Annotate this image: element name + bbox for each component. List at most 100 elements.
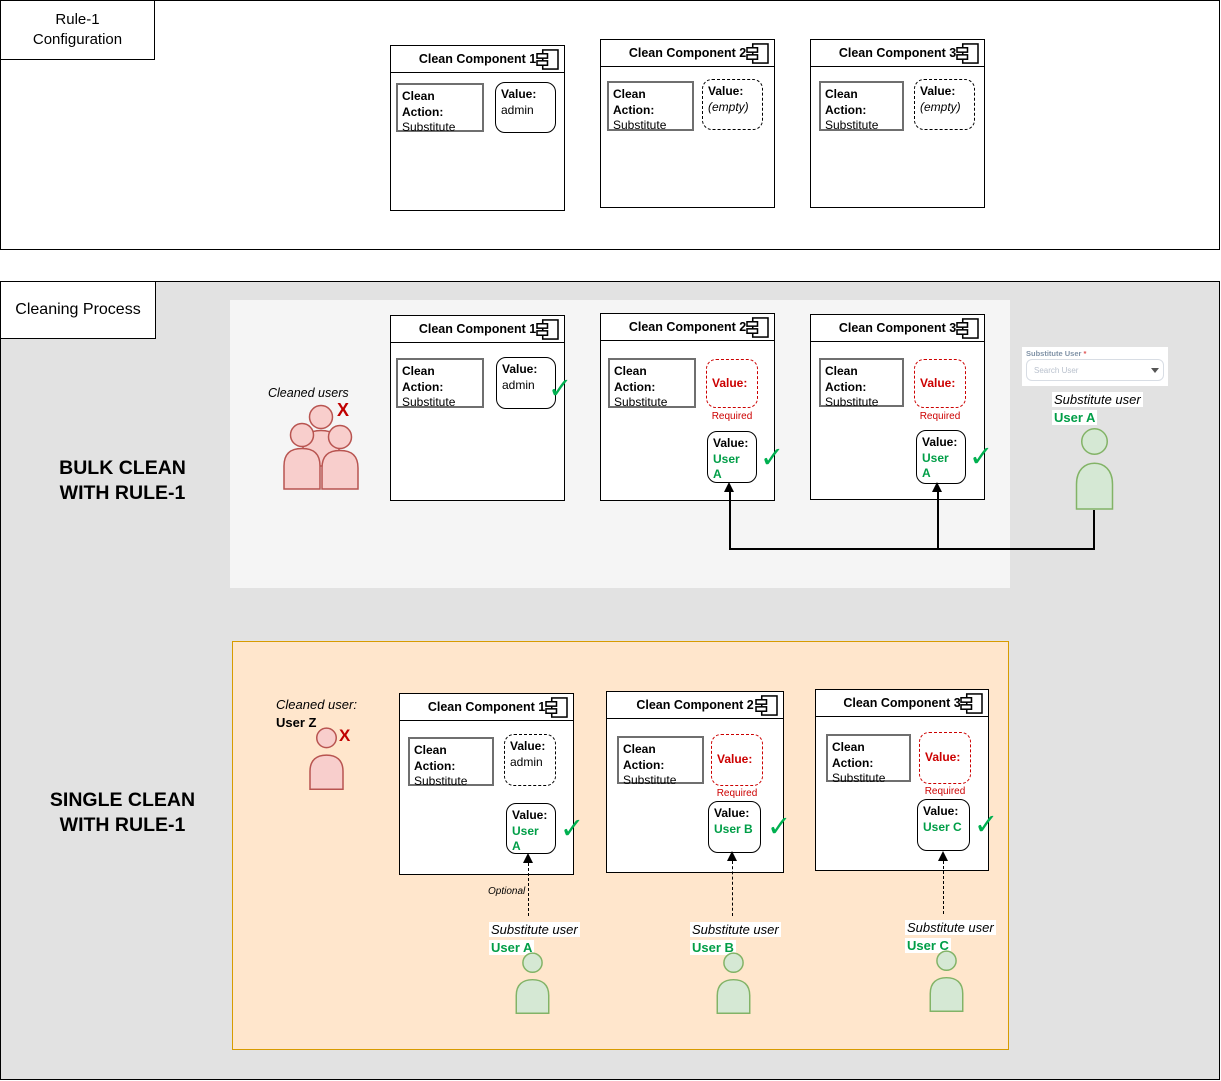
clean-action-value: Substitute (613, 118, 667, 133)
bulk-heading-line1: BULK CLEAN (59, 457, 186, 479)
component-title: Clean Component 1 (418, 52, 537, 66)
bulk-component-1: Clean Component 1 Clean Action: Substitu… (390, 315, 572, 501)
clean-action-value: Substitute (402, 120, 456, 135)
substitute-user-name: User A (1052, 410, 1098, 425)
single-heading-line1: SINGLE CLEAN (49, 789, 196, 811)
value-label: Value: (708, 84, 744, 98)
search-user-input[interactable] (1026, 359, 1164, 381)
arrowhead-up (938, 851, 948, 861)
clean-action-value: Substitute (623, 773, 677, 788)
component-title: Clean Component 3 (843, 696, 961, 710)
uml-component-icon (536, 319, 559, 340)
arrowhead-up (724, 482, 734, 492)
single-component-1: Clean Component 1 Clean Action: Substitu… (399, 693, 584, 875)
clean-action-value: Substitute (402, 395, 456, 410)
value-text: User A (713, 451, 740, 482)
required-asterisk: * (1083, 349, 1087, 358)
arrowhead-up (727, 851, 737, 861)
connector-line (729, 548, 1095, 550)
component-title: Clean Component 3 (838, 321, 957, 335)
dashed-connector-line (528, 863, 529, 916)
clean-action-box: Clean Action: Substitute (819, 358, 904, 410)
connector-line (729, 491, 731, 549)
component-header: Clean Component 3 (811, 40, 984, 67)
cleaning-process-label: Cleaning Process (15, 301, 141, 318)
clean-action-box: Clean Action: Substitute (607, 81, 694, 133)
substitute-person-icon-c (924, 950, 969, 1012)
uml-component-icon (956, 43, 979, 64)
value-label-red: Value: (920, 375, 956, 390)
required-label: Required (919, 411, 961, 422)
dashed-connector-line (943, 861, 944, 914)
clean-action-box: Clean Action: Substitute (396, 358, 484, 410)
value-label-red: Value: (717, 752, 753, 767)
component-header: Clean Component 1 (391, 316, 564, 343)
cleaned-user-label: Cleaned user: (276, 697, 357, 712)
value-box-required: Value: (914, 359, 966, 408)
rule-config-label-line2: Configuration (32, 31, 123, 48)
substitute-person-icon-b (711, 952, 756, 1014)
single-substitute-block-c: Substitute user User C (905, 919, 996, 955)
component-header: Clean Component 1 (400, 694, 573, 721)
component-header: Clean Component 2 (601, 314, 774, 341)
substitute-user-label: Substitute user (690, 922, 781, 937)
clean-action-label: Clean Action: (613, 87, 655, 117)
value-box: Value: User A (916, 430, 966, 484)
value-box: Value: User C (917, 799, 970, 851)
value-box-required: Value: (706, 359, 758, 408)
dropdown-caret-icon[interactable] (1151, 368, 1159, 373)
component-title: Clean Component 2 (628, 320, 747, 334)
clean-action-box: Clean Action: Substitute (608, 358, 696, 409)
required-label: Required (716, 788, 758, 799)
value-label: Value: (922, 435, 958, 449)
cleaned-users-label: Cleaned users (268, 386, 349, 400)
clean-action-value: Substitute (825, 118, 879, 133)
uml-component-icon (746, 317, 769, 338)
value-label-red: Value: (925, 750, 961, 765)
value-label: Value: (510, 739, 546, 753)
bulk-component-2: Clean Component 2 Clean Action: Substitu… (600, 313, 784, 501)
connector-line (937, 491, 939, 549)
value-box: Value: User A (707, 431, 757, 483)
bulk-component-3: Clean Component 3 Clean Action: Substitu… (810, 314, 993, 500)
component-header: Clean Component 3 (816, 690, 988, 717)
clean-action-label: Clean Action: (623, 742, 665, 772)
required-label: Required (711, 411, 753, 422)
clean-action-box: Clean Action: Substitute (617, 736, 704, 788)
substitute-user-label: Substitute user (1052, 392, 1143, 407)
clean-action-label: Clean Action: (825, 87, 867, 117)
bulk-heading-line2: WITH RULE-1 (59, 482, 186, 505)
clean-action-box: Clean Action: Substitute (826, 734, 911, 785)
value-label-red: Value: (712, 375, 748, 390)
search-field-label-text: Substitute User (1026, 349, 1082, 358)
uml-component-icon (755, 695, 778, 716)
value-text: admin (501, 102, 534, 117)
single-substitute-block-b: Substitute user User B (690, 921, 781, 957)
clean-action-box: Clean Action: Substitute (819, 81, 904, 133)
connector-line (1093, 510, 1095, 549)
rule-config-label-line1: Rule-1 (55, 10, 100, 28)
clean-action-value: Substitute (825, 395, 879, 410)
check-icon: ✓ (560, 813, 585, 845)
single-substitute-block-a: Substitute user User A (489, 921, 580, 957)
value-box: Value: User B (708, 801, 761, 853)
clean-action-box: Clean Action: Substitute (396, 83, 484, 135)
value-box-old: Value: admin (504, 734, 556, 786)
value-label: Value: (923, 804, 959, 818)
clean-action-label: Clean Action: (414, 743, 456, 773)
x-mark: X (339, 726, 351, 745)
cleaning-process-label-box: Cleaning Process (0, 281, 156, 339)
cleaned-users-group-icon (282, 404, 360, 490)
check-icon: ✓ (767, 811, 792, 843)
bulk-clean-heading: BULK CLEAN WITH RULE-1 (15, 456, 230, 507)
clean-action-label: Clean Action: (825, 364, 867, 394)
component-header: Clean Component 2 (601, 40, 774, 67)
substitute-user-name: User A (489, 940, 535, 955)
value-label: Value: (713, 436, 749, 450)
component-title: Clean Component 3 (838, 46, 957, 60)
substitute-person-icon-a (510, 952, 555, 1014)
uml-component-icon (545, 697, 568, 718)
value-label: Value: (512, 808, 548, 822)
value-box-empty: Value: (empty) (914, 79, 975, 130)
single-clean-heading: SINGLE CLEAN WITH RULE-1 (15, 788, 230, 839)
